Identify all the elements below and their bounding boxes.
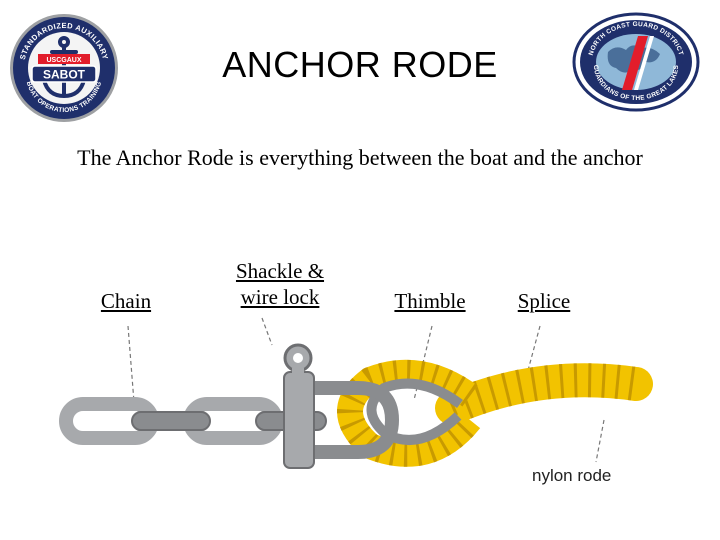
sabot-seal-logo: STANDARDIZED AUXILIARY BOAT OPERATIONS T… (10, 14, 118, 122)
seal-uscgaux-text: USCGAUX (46, 57, 81, 64)
district-seal-logo: NORTH COAST GUARD DISTRICT GUARDIANS OF … (572, 12, 700, 112)
nylon-rode-label: nylon rode (532, 466, 612, 485)
shackle-icon (283, 343, 400, 469)
thimble-icon (366, 378, 463, 445)
chain-icon (59, 397, 327, 445)
seal-sabot-text: SABOT (43, 68, 86, 82)
splice-label: Splice (517, 289, 571, 313)
anchor-rode-diagram (59, 317, 653, 469)
shackle-label: Shackle & wire lock (235, 259, 325, 309)
slide-subtitle: The Anchor Rode is everything between th… (77, 145, 643, 170)
nylon-rode-icon (337, 359, 653, 467)
thimble-label: Thimble (394, 289, 466, 313)
page-title: ANCHOR RODE (222, 44, 498, 85)
chain-label: Chain (100, 289, 152, 313)
